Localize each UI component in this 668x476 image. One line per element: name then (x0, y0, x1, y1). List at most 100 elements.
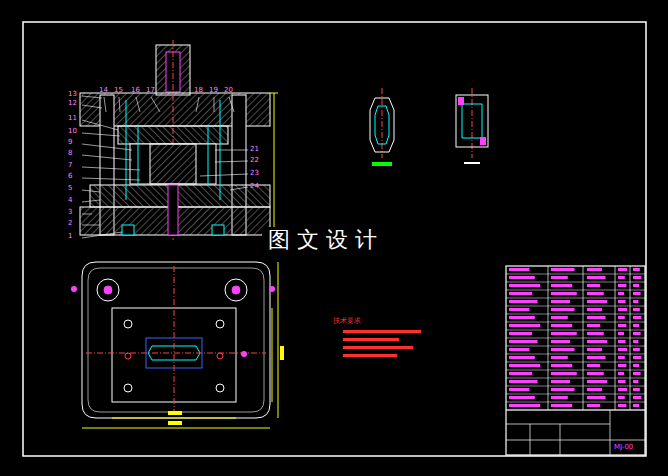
table-cell-mark (509, 404, 540, 407)
table-rule (506, 290, 645, 291)
table-cell-mark (618, 316, 625, 319)
table-cell-mark (618, 388, 627, 391)
table-cell-mark (587, 268, 602, 271)
callout-number: 5 (68, 185, 72, 192)
callout-number: 3 (68, 209, 72, 216)
table-cell-mark (587, 396, 605, 399)
table-cell-mark (551, 308, 575, 311)
table-rule (506, 370, 645, 371)
table-cell-mark (618, 276, 625, 279)
table-rule (506, 386, 645, 387)
callout-number: 19 (209, 87, 218, 94)
table-cell-mark (509, 324, 540, 327)
table-rule (506, 306, 645, 307)
table-cell-mark (509, 316, 535, 319)
table-cell-mark (633, 276, 641, 279)
table-cell-mark (587, 404, 600, 407)
callout-number: 1 (68, 233, 72, 240)
table-cell-mark (551, 340, 570, 343)
table-cell-mark (509, 292, 532, 295)
table-cell-mark (618, 380, 626, 383)
table-cell-mark (633, 284, 639, 287)
table-cell-mark (587, 372, 604, 375)
table-cell-mark (633, 268, 640, 271)
table-cell-mark (509, 388, 529, 391)
table-cell-mark (551, 268, 575, 271)
table-cell-mark (551, 348, 575, 351)
notes-heading: 技术要求 (333, 318, 361, 325)
table-cell-mark (509, 268, 529, 271)
callout-number: 4 (68, 197, 72, 204)
table-cell-mark (587, 300, 607, 303)
table-cell-mark (633, 364, 639, 367)
table-cell-mark (587, 356, 605, 359)
table-rule (506, 354, 645, 355)
table-rule (506, 314, 645, 315)
table-cell-mark (618, 404, 626, 407)
table-cell-mark (633, 388, 640, 391)
table-cell-mark (618, 284, 626, 287)
callout-number: 13 (68, 91, 77, 98)
table-cell-mark (587, 276, 605, 279)
table-cell-mark (618, 372, 624, 375)
table-cell-mark (633, 404, 639, 407)
callout-number: 10 (68, 128, 77, 135)
table-cell-mark (551, 364, 572, 367)
table-cell-mark (633, 308, 640, 311)
table-cell-mark (587, 332, 604, 335)
callout-number: 14 (99, 87, 108, 94)
watermark: 图 文 设 计 (262, 227, 383, 253)
table-cell-mark (618, 348, 627, 351)
callout-number: 24 (250, 183, 259, 190)
table-rule (506, 346, 645, 347)
table-cell-mark (633, 356, 641, 359)
table-cell-mark (551, 396, 568, 399)
table-cell-mark (551, 356, 568, 359)
callout-number: 20 (224, 87, 233, 94)
table-cell-mark (618, 308, 627, 311)
table-cell-mark (618, 356, 625, 359)
callout-number: 17 (146, 87, 155, 94)
callout-number: 8 (68, 150, 72, 157)
table-cell-mark (509, 380, 538, 383)
callout-number: 18 (194, 87, 203, 94)
table-cell-mark (587, 308, 602, 311)
table-cell-mark (587, 284, 600, 287)
table-cell-mark (509, 332, 532, 335)
callout-number: 12 (68, 100, 77, 107)
table-cell-mark (633, 380, 638, 383)
table-cell-mark (633, 332, 641, 335)
table-cell-mark (551, 284, 572, 287)
table-rule (506, 274, 645, 275)
table-cell-mark (551, 388, 575, 391)
table-cell-mark (618, 396, 625, 399)
table-cell-mark (618, 332, 624, 335)
drawing-number: MJ-00 (614, 444, 633, 451)
table-cell-mark (633, 300, 638, 303)
table-rule (506, 362, 645, 363)
table-rule (506, 330, 645, 331)
table-cell-mark (551, 316, 568, 319)
callout-number: 7 (68, 162, 72, 169)
table-cell-mark (587, 316, 605, 319)
table-cell-mark (551, 276, 568, 279)
table-rule (506, 322, 645, 323)
table-cell-mark (587, 380, 607, 383)
table-cell-mark (509, 340, 538, 343)
table-cell-mark (509, 300, 538, 303)
table-rule (506, 394, 645, 395)
table-rule (506, 282, 645, 283)
table-cell-mark (509, 308, 529, 311)
table-cell-mark (633, 324, 639, 327)
callout-number: 15 (114, 87, 123, 94)
table-cell-mark (633, 372, 641, 375)
table-cell-mark (618, 292, 624, 295)
table-cell-mark (587, 364, 600, 367)
table-cell-mark (509, 396, 535, 399)
callout-number: 6 (68, 173, 72, 180)
table-rule (506, 402, 645, 403)
table-cell-mark (551, 292, 577, 295)
table-cell-mark (587, 292, 604, 295)
table-cell-mark (587, 348, 602, 351)
